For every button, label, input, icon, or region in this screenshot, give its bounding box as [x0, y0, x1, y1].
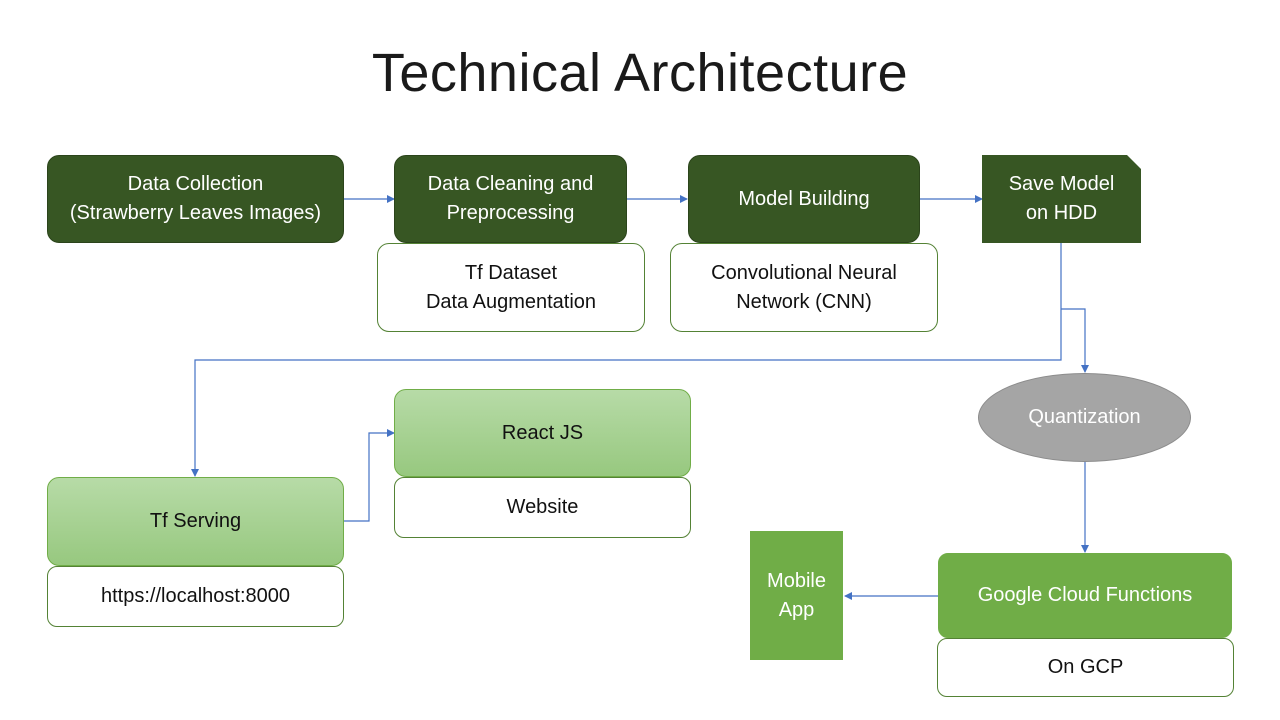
arrow-save-to-tf-serving — [191, 243, 1062, 477]
node-on-gcp: On GCP — [937, 638, 1234, 697]
node-localhost: https://localhost:8000 — [47, 566, 344, 627]
node-model-building: Model Building — [688, 155, 920, 243]
node-quantization: Quantization — [978, 373, 1191, 462]
node-data-cleaning: Data Cleaning and Preprocessing — [394, 155, 627, 243]
arrow-tf-serving-to-react — [343, 429, 395, 522]
diagram-title: Technical Architecture — [371, 43, 909, 103]
node-mobile-app: Mobile App — [750, 531, 843, 660]
node-data-collection: Data Collection (Strawberry Leaves Image… — [47, 155, 344, 243]
node-cnn: Convolutional Neural Network (CNN) — [670, 243, 938, 332]
arrow-save-to-quantization — [1061, 308, 1089, 373]
node-tf-dataset: Tf Dataset Data Augmentation — [377, 243, 645, 332]
node-tf-serving: Tf Serving — [47, 477, 344, 566]
node-react-js: React JS — [394, 389, 691, 477]
node-google-cloud-functions: Google Cloud Functions — [938, 553, 1232, 638]
node-website: Website — [394, 477, 691, 538]
node-save-model: Save Model on HDD — [982, 155, 1141, 243]
